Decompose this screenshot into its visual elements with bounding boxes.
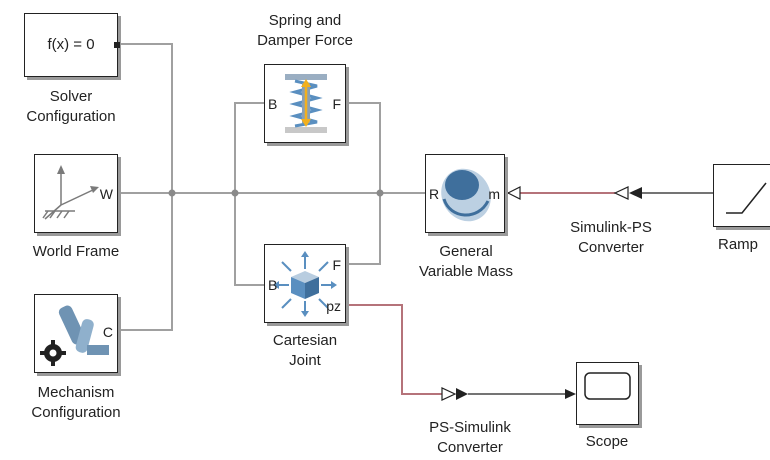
follower-connection[interactable] [346,102,381,265]
solver-to-mechanism-connection[interactable] [118,43,173,331]
cartesian-joint-label: Cartesian Joint [272,332,338,369]
spring-base-connection[interactable] [234,102,264,193]
mechanism-robot-arm-icon [40,305,109,366]
cartesian-port-b: B [268,277,278,293]
mechanism-configuration-block[interactable]: C [34,294,118,373]
scope-screen-icon [584,372,631,400]
general-variable-mass-block[interactable]: R m [425,154,505,233]
ramp-signal-arrowhead [629,187,642,199]
mechanism-configuration-label: Mechanism Configuration [31,384,121,421]
cartesian-port-pz: pz [326,298,341,314]
mass-port-m: m [488,186,500,202]
variable-mass-icon [441,168,491,222]
solver-port-icon [114,42,120,48]
solver-configuration-block[interactable]: f(x) = 0 [24,13,120,77]
cartesian-base-connection[interactable] [234,193,264,286]
solver-expression: f(x) = 0 [47,36,95,53]
world-frame-icon [42,165,99,220]
open-triangle-port-icon [613,186,629,200]
spring-damper-icon [285,74,327,133]
ramp-block[interactable] [713,164,770,227]
scope-label: Scope [585,433,629,450]
ramp-icon [726,182,767,214]
spring-port-f: F [332,96,341,112]
connection-junctions [168,189,384,197]
ps-simulink-converter-block[interactable] [441,387,468,401]
mechanism-port-c: C [102,324,113,340]
ramp-label: Ramp [718,236,759,253]
simulink-ps-converter-label: Simulink-PS Converter [570,219,652,256]
simulink-ps-converter-block[interactable] [613,186,629,200]
open-triangle-port-icon [441,387,457,401]
cartesian-joint-icon [273,251,337,317]
solver-configuration-label: Solver Configuration [26,88,116,125]
filled-triangle-port-icon [456,388,468,400]
cartesian-joint-block[interactable]: F B pz [264,244,346,323]
mass-port-r: R [429,186,440,202]
ps-simulink-converter-label: PS-Simulink Converter [429,419,511,456]
world-frame-port-w: W [99,186,113,202]
spring-port-b: B [268,96,278,112]
scope-block[interactable] [576,362,639,425]
mass-input-port-icon [506,186,521,200]
cartesian-port-f: F [332,257,341,273]
general-variable-mass-label: General Variable Mass [419,243,513,280]
pz-output-connection[interactable] [346,304,442,395]
world-frame-label: World Frame [32,243,120,260]
spring-damper-title: Spring and Damper Force [257,12,353,49]
spring-damper-force-block[interactable]: B F [264,64,346,143]
scope-signal-arrowhead [565,389,576,399]
world-frame-block[interactable]: W [34,154,118,233]
